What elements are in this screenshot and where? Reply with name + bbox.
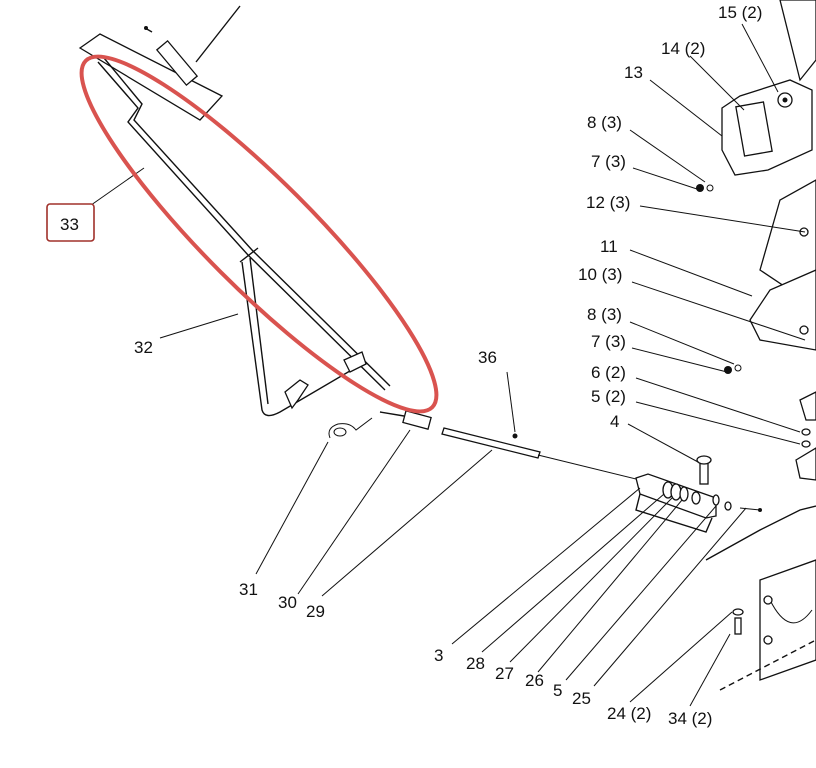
stand-32 bbox=[241, 257, 367, 417]
label-8-lower: 8 (3) bbox=[587, 305, 622, 324]
label-10: 10 (3) bbox=[578, 265, 622, 284]
label-8-upper: 8 (3) bbox=[587, 113, 622, 132]
small-parts-30-31 bbox=[328, 410, 432, 439]
label-33: 33 bbox=[60, 215, 79, 234]
label-34: 34 (2) bbox=[668, 709, 712, 728]
label-7-lower: 7 (3) bbox=[591, 332, 626, 351]
label-5-upper: 5 (2) bbox=[591, 387, 626, 406]
label-11: 11 bbox=[600, 237, 618, 256]
label-32: 32 bbox=[134, 338, 153, 357]
label-29: 29 bbox=[306, 602, 325, 621]
label-25: 25 bbox=[572, 689, 591, 708]
label-31: 31 bbox=[239, 580, 258, 599]
handle-rod-33 bbox=[97, 57, 391, 391]
label-36: 36 bbox=[478, 348, 497, 367]
label-28: 28 bbox=[466, 654, 485, 673]
label-4: 4 bbox=[610, 412, 619, 431]
label-26: 26 bbox=[525, 671, 544, 690]
leader-lines bbox=[83, 23, 806, 707]
upper-plate-assembly bbox=[78, 5, 241, 121]
label-13: 13 bbox=[624, 63, 643, 82]
right-frame bbox=[696, 0, 816, 691]
label-24: 24 (2) bbox=[607, 704, 651, 723]
label-30: 30 bbox=[278, 593, 297, 612]
rod-29 bbox=[441, 427, 641, 481]
label-15: 15 (2) bbox=[718, 3, 762, 22]
part-labels: 15 (2) 14 (2) 13 8 (3) 7 (3) 12 (3) 11 1… bbox=[60, 3, 762, 728]
label-7-upper: 7 (3) bbox=[591, 152, 626, 171]
label-33-box bbox=[46, 203, 95, 242]
bracket-assembly bbox=[635, 455, 762, 533]
label-12: 12 (3) bbox=[586, 193, 630, 212]
label-3: 3 bbox=[434, 646, 443, 665]
label-6: 6 (2) bbox=[591, 363, 626, 382]
highlight-ellipse bbox=[79, 54, 439, 414]
label-5-lower: 5 bbox=[553, 681, 562, 700]
label-14: 14 (2) bbox=[661, 39, 705, 58]
label-27: 27 bbox=[495, 664, 514, 683]
